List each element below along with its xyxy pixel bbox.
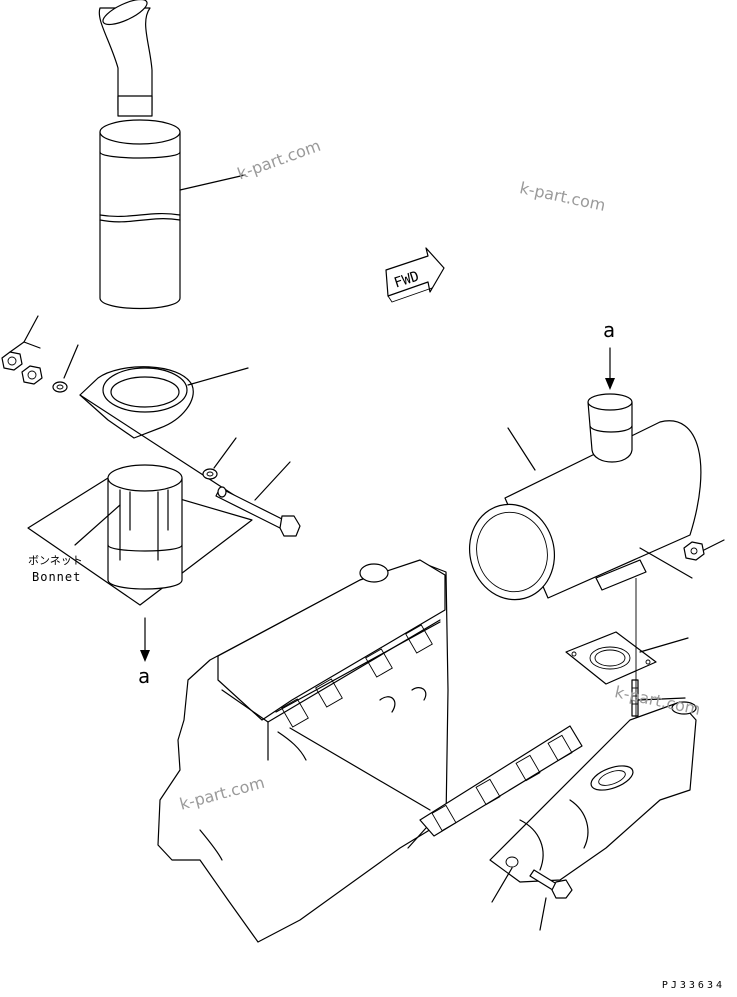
manifold-bolt: [529, 869, 573, 931]
ref-arrow-top: [605, 347, 615, 390]
bonnet-adapter: [27, 464, 253, 606]
clamp-bolt: [215, 461, 301, 537]
exhaust-manifold: [489, 701, 697, 903]
bonnet-label-jp: ボンネット: [28, 554, 83, 567]
ref-a-bottom-label: a: [138, 664, 151, 688]
drawing-code: PJ33634: [661, 980, 725, 991]
ref-a-top-label: a: [603, 318, 616, 342]
muffler-gasket: [565, 631, 689, 685]
clamp-ring: [79, 366, 281, 526]
bonnet-label-en: Bonnet: [32, 570, 82, 584]
muffler: [468, 393, 702, 601]
exhaust-tail-pipe: [98, 0, 246, 310]
engine-block: [157, 559, 449, 943]
nuts-and-washer: [1, 315, 79, 393]
manifold-gasket: [407, 725, 583, 849]
fwd-arrow: [385, 247, 445, 303]
ref-arrow-bottom: [140, 617, 150, 662]
muffler-nut: [683, 539, 725, 561]
